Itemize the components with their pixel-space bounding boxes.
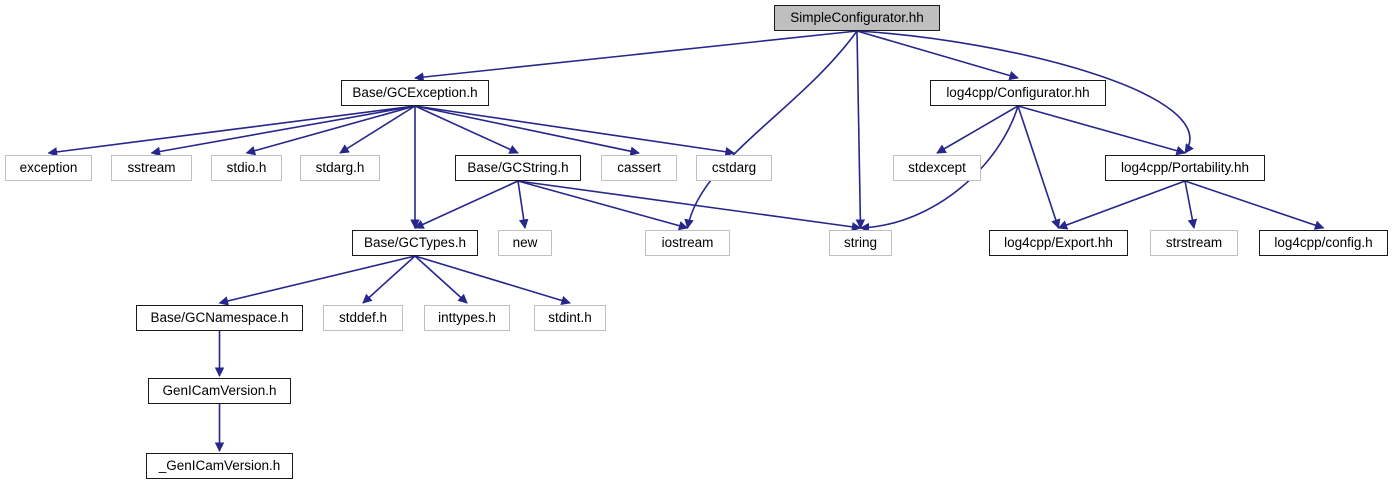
edge-gcexception-to-gcstring [414, 105, 519, 154]
graph-node-stdexcept[interactable]: stdexcept [893, 155, 981, 181]
edge-gcstring-to-gctypes [414, 180, 519, 229]
graph-node-label: stdexcept [908, 160, 966, 176]
graph-node-label: Base/GCString.h [467, 160, 569, 176]
graph-node-label: SimpleConfigurator.hh [790, 10, 924, 26]
graph-node-string[interactable]: string [829, 230, 892, 256]
graph-node-label: exception [19, 160, 78, 176]
edge-simpleconfigurator-to-gcexception [414, 30, 858, 82]
graph-node-strstream[interactable]: strstream [1150, 230, 1238, 256]
edge-gctypes-to-stdint [414, 255, 571, 306]
graph-node-label: new [512, 235, 538, 251]
edge-simpleconfigurator-to-portability [856, 30, 1194, 154]
graph-node-exception[interactable]: exception [5, 155, 92, 181]
graph-node-label: inttypes.h [438, 310, 496, 326]
edge-simpleconfigurator-to-iostream [684, 30, 858, 229]
edge-simpleconfigurator-to-configurator [856, 30, 1019, 81]
graph-node-label: log4cpp/Configurator.hh [946, 85, 1090, 101]
edge-gctypes-to-inttypes [414, 255, 468, 304]
graph-node-label: log4cpp/Portability.hh [1120, 160, 1250, 176]
graph-node-stdio[interactable]: stdio.h [211, 155, 282, 181]
graph-node-label: strstream [1165, 235, 1223, 251]
graph-node-label: sstream [127, 160, 176, 176]
graph-node-label: stdio.h [226, 160, 267, 176]
graph-node-label: stdarg.h [315, 160, 365, 176]
graph-node-export[interactable]: log4cpp/Export.hh [989, 230, 1128, 256]
graph-node-config[interactable]: log4cpp/config.h [1259, 230, 1388, 256]
edge-gcexception-to-stdio [245, 105, 416, 156]
edge-gcexception-to-stdarg [339, 105, 416, 154]
graph-node-label: log4cpp/Export.hh [1004, 235, 1113, 251]
graph-node-stddef[interactable]: stddef.h [323, 305, 403, 331]
graph-node-label: Base/GCException.h [352, 85, 478, 101]
graph-node-cstdarg[interactable]: cstdarg [696, 155, 772, 181]
edge-gcstring-to-iostream [517, 180, 689, 231]
edge-gcexception-to-sstream [150, 105, 416, 157]
edge-configurator-to-portability [1017, 105, 1186, 156]
graph-node-cassert[interactable]: cassert [601, 155, 677, 181]
graph-node-inttypes[interactable]: inttypes.h [424, 305, 510, 331]
edge-gcexception-to-cstdarg [414, 105, 735, 157]
graph-node-configurator[interactable]: log4cpp/Configurator.hh [930, 80, 1106, 106]
graph-node-gctypes[interactable]: Base/GCTypes.h [352, 230, 478, 256]
graph-node-label: stddef.h [338, 310, 388, 326]
graph-node-portability[interactable]: log4cpp/Portability.hh [1105, 155, 1265, 181]
graph-node-label: stdint.h [548, 310, 592, 326]
edge-gctypes-to-gcnamespace [218, 255, 416, 306]
graph-node-gcnamespace[interactable]: Base/GCNamespace.h [136, 305, 303, 331]
edge-paths [47, 30, 1325, 452]
graph-node-iostream[interactable]: iostream [645, 230, 730, 256]
edge-portability-to-strstream [1184, 180, 1198, 229]
graph-node-label: cstdarg [711, 160, 757, 176]
edge-gctypes-to-stddef [362, 255, 416, 304]
graph-node-stdarg[interactable]: stdarg.h [300, 155, 380, 181]
graph-node-genicamversion[interactable]: GenICamVersion.h [148, 378, 291, 404]
graph-node-label: GenICamVersion.h [162, 383, 277, 399]
edge-gcstring-to-new [517, 180, 529, 229]
graph-node-sstream[interactable]: sstream [111, 155, 192, 181]
graph-node-label: _GenICamVersion.h [158, 458, 281, 474]
edge-portability-to-config [1184, 180, 1325, 230]
graph-node-label: Base/GCTypes.h [363, 235, 467, 251]
edge-configurator-to-stdexcept [936, 105, 1019, 154]
edge-portability-to-export [1057, 180, 1186, 230]
edge-configurator-to-string [859, 105, 1019, 233]
graph-node-_genicamversion[interactable]: _GenICamVersion.h [146, 453, 293, 479]
graph-node-new[interactable]: new [498, 230, 552, 256]
graph-node-label: string [843, 235, 877, 251]
edge-simpleconfigurator-to-string [855, 30, 866, 229]
graph-node-gcexception[interactable]: Base/GCException.h [341, 80, 489, 106]
graph-node-label: log4cpp/config.h [1274, 235, 1373, 251]
edge-gcexception-to-cassert [414, 105, 640, 156]
graph-node-gcstring[interactable]: Base/GCString.h [455, 155, 581, 181]
graph-node-label: iostream [661, 235, 714, 251]
graph-node-label: cassert [617, 160, 661, 176]
edge-configurator-to-export [1017, 105, 1061, 229]
edge-gcexception-to-exception [47, 105, 416, 157]
graph-node-simpleconfigurator[interactable]: SimpleConfigurator.hh [774, 5, 940, 31]
graph-node-stdint[interactable]: stdint.h [534, 305, 606, 331]
edge-gcstring-to-string [517, 180, 862, 232]
graph-node-label: Base/GCNamespace.h [150, 310, 289, 326]
